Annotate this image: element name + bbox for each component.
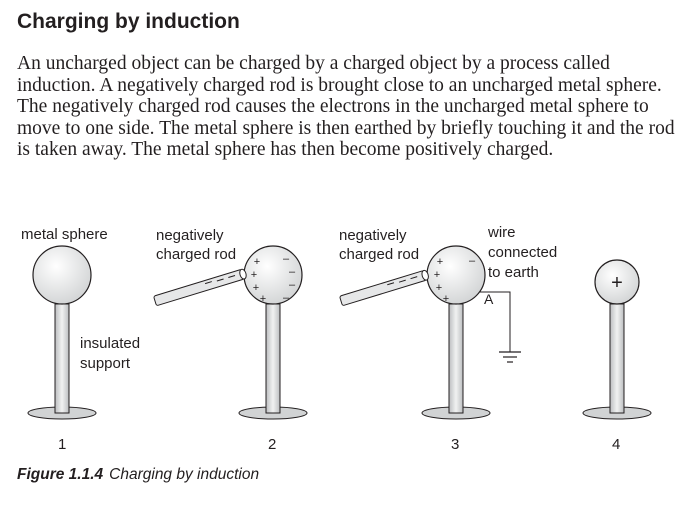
charges-sphere-3: + + + + –	[434, 255, 476, 305]
sphere-1	[32, 245, 92, 305]
charged-rod-2	[153, 268, 247, 306]
positive-charge: +	[611, 272, 623, 294]
label-wire-line1: wire	[488, 224, 516, 241]
stand-1	[27, 245, 97, 420]
negative-charge: –	[469, 255, 476, 267]
positive-charge: +	[253, 282, 259, 294]
point-a-label: A	[484, 291, 494, 307]
positive-charge: +	[251, 269, 257, 281]
charged-rod-3	[339, 269, 429, 306]
body-paragraph: An uncharged object can be charged by a …	[17, 53, 675, 160]
earth-wire	[480, 291, 511, 352]
label-rod-3-line2: charged rod	[339, 246, 420, 263]
negative-charge: –	[283, 253, 290, 265]
positive-charge: +	[434, 269, 440, 281]
positive-charge: +	[437, 256, 443, 268]
positive-charge: +	[443, 293, 449, 305]
label-wire-line3: to earth	[488, 264, 539, 281]
caption-number: Figure 1.1.4	[17, 466, 104, 483]
section-heading: Charging by induction	[17, 10, 240, 33]
positive-charge: +	[254, 256, 260, 268]
step-number-1: 1	[58, 436, 67, 453]
negative-charge: –	[289, 279, 296, 291]
caption-text: Charging by induction	[109, 466, 260, 483]
step-number-3: 3	[451, 436, 460, 453]
label-metal-sphere: metal sphere	[21, 226, 108, 243]
figure-caption: Figure 1.1.4 Charging by induction	[17, 466, 259, 484]
label-rod-3-line1: negatively	[339, 227, 407, 244]
earth-symbol	[499, 351, 521, 363]
label-insulated-line2: support	[80, 355, 131, 372]
stand-2	[153, 245, 308, 420]
stand-4	[582, 259, 652, 420]
label-rod-2-line1: negatively	[156, 227, 224, 244]
step-number-2: 2	[268, 436, 277, 453]
label-insulated-line1: insulated	[80, 335, 141, 352]
stand-3	[339, 245, 521, 420]
label-rod-2-line2: charged rod	[156, 246, 237, 263]
step-number-4: 4	[612, 436, 621, 453]
label-wire-line2: connected	[488, 244, 558, 261]
positive-charge: +	[436, 282, 442, 294]
negative-charge: –	[283, 292, 290, 304]
charges-sphere-2: + + + + – – – –	[251, 253, 296, 305]
negative-charge: –	[289, 266, 296, 278]
sphere-4	[594, 259, 640, 305]
positive-charge: +	[260, 293, 266, 305]
